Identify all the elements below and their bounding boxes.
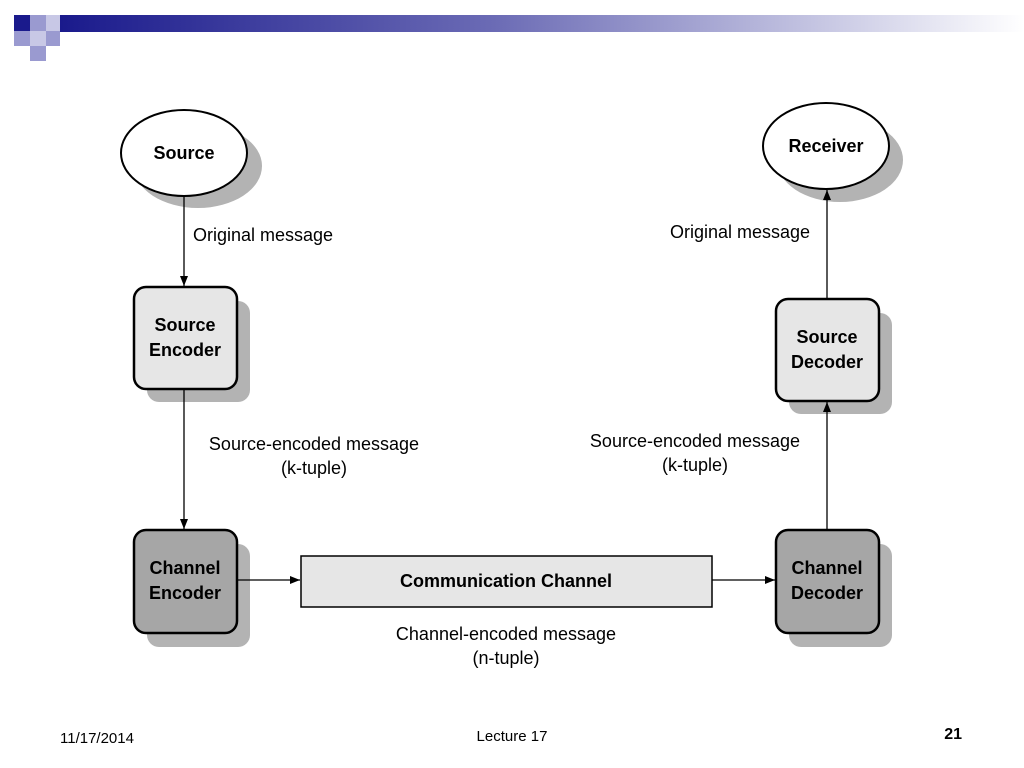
channel-decoder-node: Channel Decoder	[774, 528, 892, 647]
source-encoder-node: Source Encoder	[132, 285, 250, 402]
channel-encoder-label-line1: Channel	[149, 558, 220, 578]
left-source-encoded-label-line2: (k-tuple)	[281, 458, 347, 478]
channel-encoded-label-line1: Channel-encoded message	[396, 624, 616, 644]
header-square	[46, 15, 60, 31]
communication-channel-label: Communication Channel	[400, 571, 612, 591]
source-decoder-label-line1: Source	[796, 327, 857, 347]
receiver-node: Receiver	[762, 102, 903, 202]
source-node: Source	[120, 109, 262, 208]
channel-decoder-label-line2: Decoder	[791, 583, 863, 603]
left-original-message-label: Original message	[193, 225, 333, 245]
channel-encoder-label-line2: Encoder	[149, 583, 221, 603]
header-square	[14, 31, 30, 46]
header-square	[30, 31, 46, 46]
channel-encoded-label-line2: (n-tuple)	[472, 648, 539, 668]
footer-title: Lecture 17	[476, 728, 548, 745]
source-label: Source	[153, 143, 214, 163]
right-original-message-label: Original message	[670, 222, 810, 242]
header-gradient-bar	[60, 15, 1024, 32]
header-square	[30, 15, 46, 31]
left-source-encoded-label-line1: Source-encoded message	[209, 434, 419, 454]
source-decoder-label-line2: Decoder	[791, 352, 863, 372]
receiver-label: Receiver	[788, 136, 863, 156]
page-number: 21	[944, 726, 962, 743]
channel-decoder-label-line1: Channel	[791, 558, 862, 578]
header-square	[30, 46, 46, 61]
source-encoder-label-line2: Encoder	[149, 340, 221, 360]
header-square	[46, 31, 60, 46]
channel-encoder-node: Channel Encoder	[132, 528, 250, 647]
communication-channel-node: Communication Channel	[300, 555, 713, 608]
right-source-encoded-label-line2: (k-tuple)	[662, 455, 728, 475]
header-decoration	[14, 15, 1024, 61]
source-decoder-node: Source Decoder	[774, 297, 892, 414]
source-encoder-label-line1: Source	[154, 315, 215, 335]
right-source-encoded-label-line1: Source-encoded message	[590, 431, 800, 451]
footer-date: 11/17/2014	[60, 730, 134, 747]
header-square	[14, 15, 30, 31]
